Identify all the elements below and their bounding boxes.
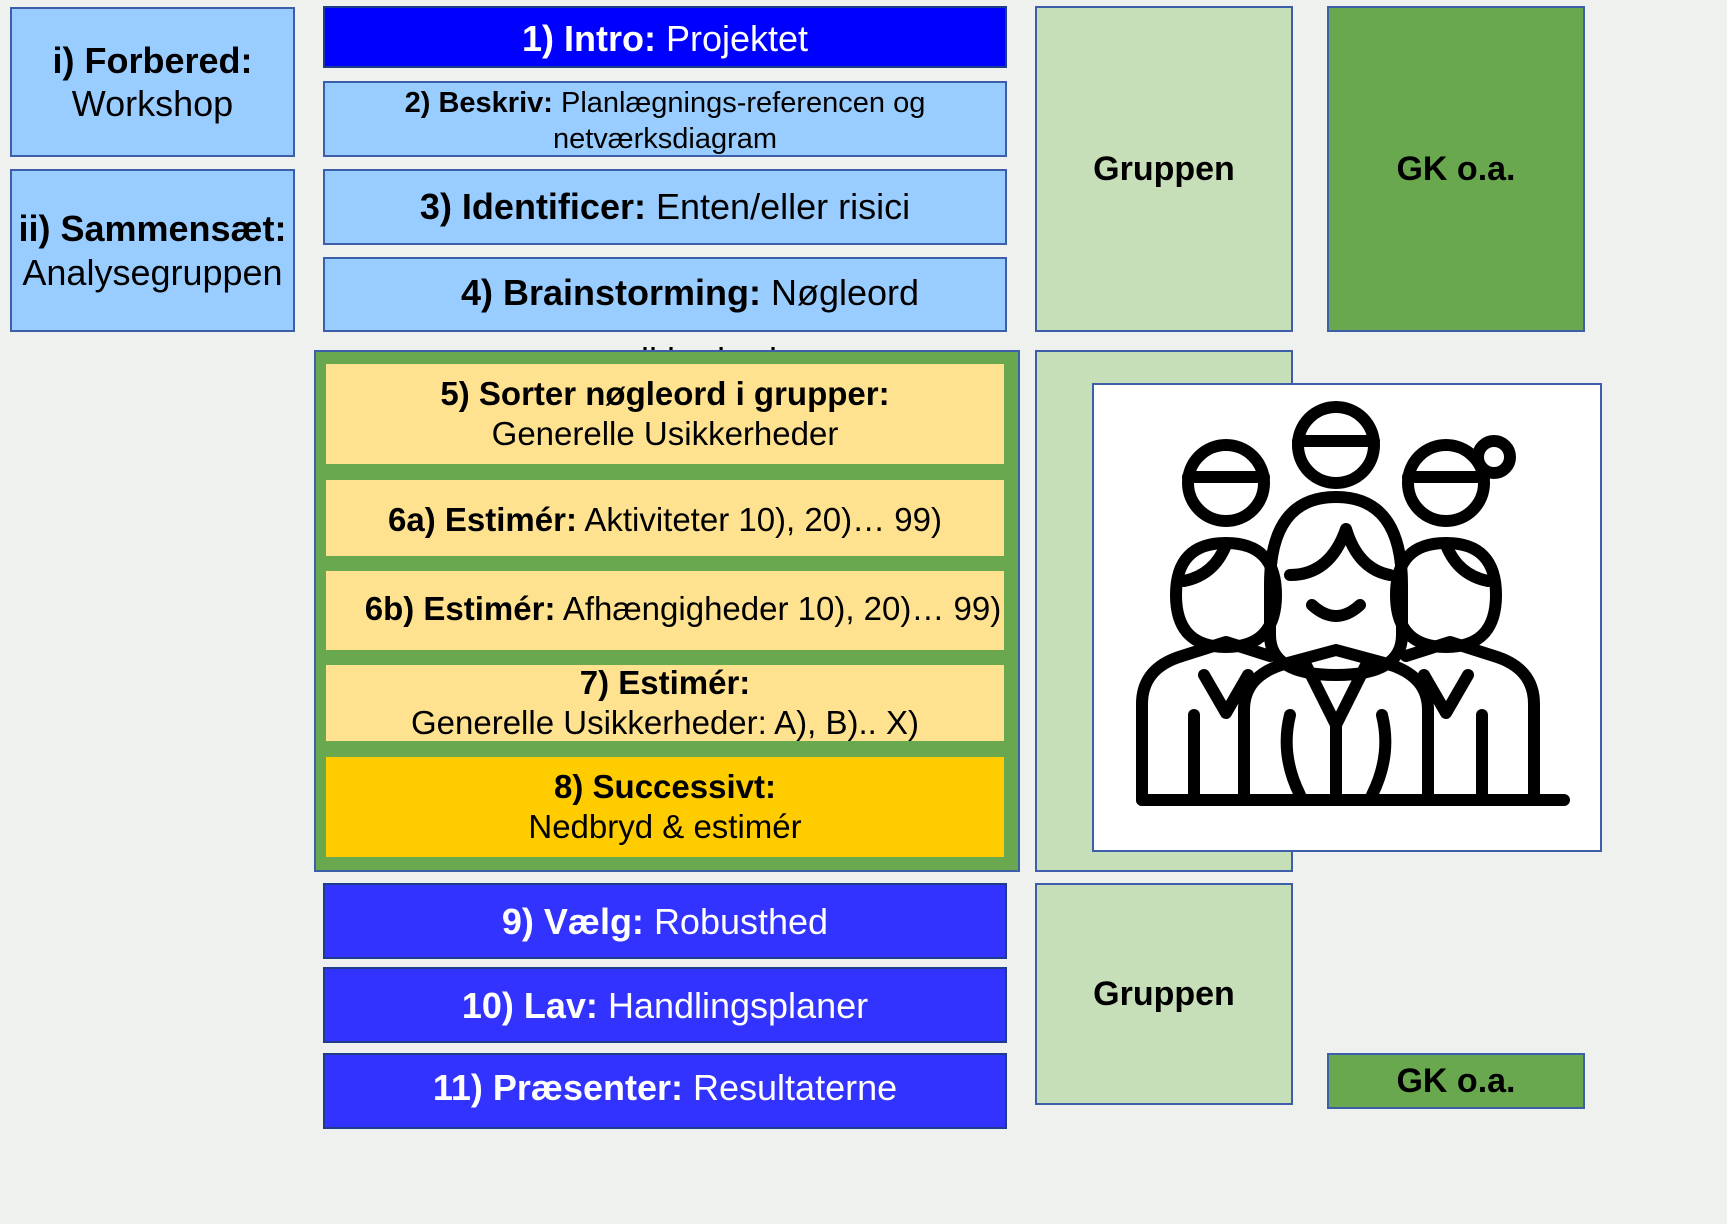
role-gk-bottom: GK o.a. [1327,1053,1585,1109]
step-10-text: Handlingsplaner [607,985,869,1026]
role-gruppen-bottom-label: Gruppen [1093,974,1235,1013]
step-6b-label: 6b) Estimér: [364,590,556,627]
step-4-label: 4) Brainstorming: [460,272,761,313]
role-gk-top: GK o.a. [1327,6,1585,332]
step-10-label: 10) Lav: [461,985,598,1026]
step-5-text: Generelle Usikkerheder [491,415,839,452]
step-11-label: 11) Præsenter: [432,1067,683,1108]
step-8-text: Nedbryd & estimér [528,808,802,845]
step-6a-box: 6a) Estimér: Aktiviteter 10), 20)… 99) [323,477,1007,559]
step-11-text: Resultaterne [693,1067,898,1108]
step-3-text: Enten/eller risici [655,186,911,227]
step-9-text: Robusthed [653,901,829,942]
role-gk-bottom-label: GK o.a. [1396,1061,1516,1100]
step-7-label: 7) Estimér: [579,664,751,702]
step-2-box: 2) Beskriv: Planlægnings-referencen og n… [323,81,1007,157]
step-2-text: Planlægnings-referencen og netværksdiagr… [552,87,926,156]
step-4-box: 4) Brainstorming: Nøgleord usikkerhed [323,257,1007,381]
step-5-label: 5) Sorter nøgleord i grupper: [440,375,890,413]
step-6b-text: Afhængigheder 10), 20)… 99) [562,590,1002,627]
step-10-box: 10) Lav: Handlingsplaner [323,967,1007,1043]
role-gruppen-bottom: Gruppen [1035,883,1293,1105]
step-9-box: 9) Vælg: Robusthed [323,883,1007,959]
prep-forbered-box: i) Forbered: Workshop [10,7,295,157]
people-group-panel [1092,383,1602,852]
step-7-text: Generelle Usikkerheder: A), B).. X) [410,704,920,741]
role-gk-top-label: GK o.a. [1396,149,1516,188]
step-9-label: 9) Vælg: [501,901,644,942]
prep-sammensaet-box: ii) Sammensæt: Analysegruppen [10,169,295,332]
step-3-label: 3) Identificer: [419,186,646,227]
role-gruppen-top: Gruppen [1035,6,1293,332]
step-5-box: 5) Sorter nøgleord i grupper: Generelle … [323,361,1007,467]
step-11-box: 11) Præsenter: Resultaterne [323,1053,1007,1129]
step-1-box: 1) Intro: Projektet [323,6,1007,68]
role-gruppen-top-label: Gruppen [1093,149,1235,188]
step-6b-box: 6b) Estimér: Afhængigheder 10), 20)… 99) [323,568,1007,653]
step-3-box: 3) Identificer: Enten/eller risici [323,169,1007,245]
step-7-box: 7) Estimér: Generelle Usikkerheder: A), … [323,662,1007,744]
prep-forbered-text: Workshop [71,83,234,124]
prep-sammensaet-text: Analysegruppen [22,251,283,293]
step-6a-label: 6a) Estimér: [388,501,577,538]
people-group-icon [1136,401,1570,806]
step-2-label: 2) Beskriv: [404,87,553,119]
step-8-label: 8) Successivt: [554,768,776,806]
prep-sammensaet-label: ii) Sammensæt: [18,208,287,250]
step-8-box: 8) Successivt: Nedbryd & estimér [323,754,1007,860]
step-6a-text: Aktiviteter 10), 20)… 99) [584,501,942,538]
step-1-label: 1) Intro: [521,18,656,59]
step-1-text: Projektet [665,18,809,59]
prep-forbered-label: i) Forbered: [52,39,253,81]
